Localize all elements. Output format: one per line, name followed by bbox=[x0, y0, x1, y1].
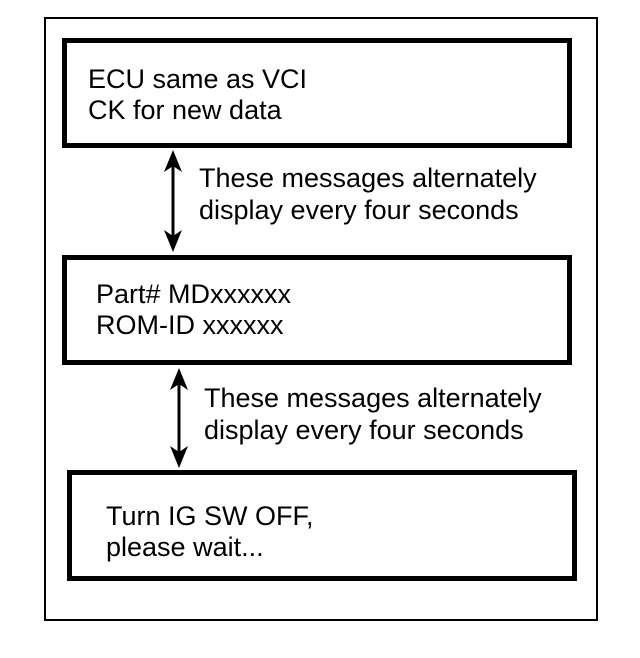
message-line: Turn IG SW OFF, bbox=[106, 501, 314, 531]
message-box-turn-ig-off: Turn IG SW OFF, please wait... bbox=[67, 470, 577, 581]
note-line: These messages alternately bbox=[204, 383, 542, 413]
message-line: please wait... bbox=[106, 532, 264, 562]
double-arrow-icon bbox=[164, 150, 182, 252]
note-line: These messages alternately bbox=[199, 163, 537, 193]
double-arrow-icon bbox=[170, 368, 188, 468]
message-line: ECU same as VCI bbox=[88, 64, 308, 94]
note-line: display every four seconds bbox=[199, 195, 519, 225]
message-line: Part# MDxxxxxx bbox=[96, 279, 292, 309]
message-line: ROM-ID xxxxxx bbox=[96, 310, 284, 340]
alternation-note: These messages alternately display every… bbox=[204, 382, 542, 446]
alternation-note: These messages alternately display every… bbox=[199, 162, 537, 226]
diagram-frame bbox=[44, 17, 598, 621]
note-line: display every four seconds bbox=[204, 415, 524, 445]
message-box-part-number: Part# MDxxxxxx ROM-ID xxxxxx bbox=[62, 255, 572, 365]
message-box-ecu-same: ECU same as VCI CK for new data bbox=[62, 38, 572, 148]
message-line: CK for new data bbox=[88, 95, 282, 125]
